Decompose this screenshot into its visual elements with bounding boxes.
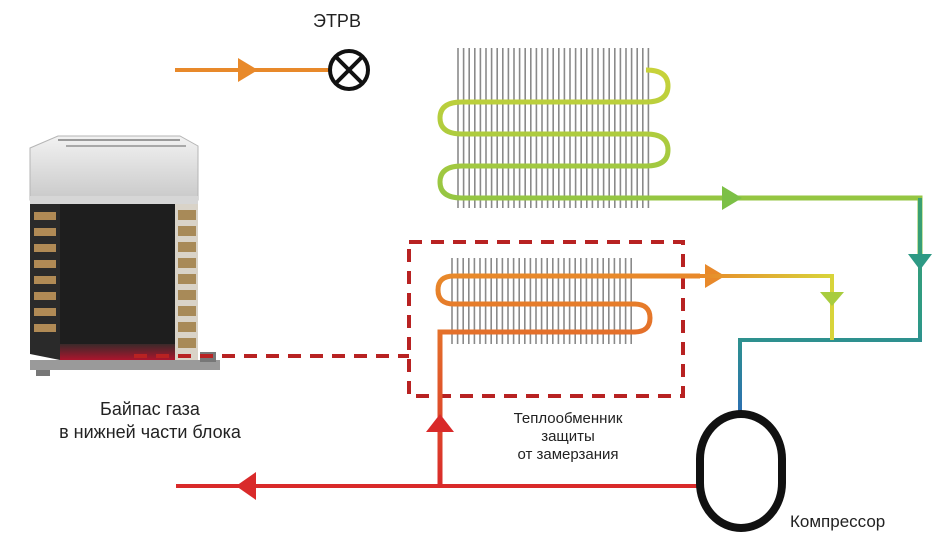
outdoor-unit-image xyxy=(29,135,220,376)
heat-exchanger-label: Теплообменник защиты от замерзания xyxy=(478,410,658,464)
bypass-label-line-1: Байпас газа xyxy=(100,399,200,419)
right-down-arrow xyxy=(908,254,932,270)
heat-exchanger-label-line-2: защиты xyxy=(541,428,595,445)
heat-exchanger-label-line-1: Теплообменник xyxy=(513,410,623,427)
heat-exchanger-dashed-frame xyxy=(407,240,685,398)
inlet-arrow xyxy=(238,58,258,82)
antifreeze-up-arrow xyxy=(426,414,454,432)
antifreeze-coil-pipe xyxy=(435,273,700,486)
coil-outlet-arrow xyxy=(722,186,742,210)
bypass-label: Байпас газа в нижней части блока xyxy=(0,398,300,444)
heat-exchanger-label-line-3: от замерзания xyxy=(517,446,619,463)
antifreeze-outlet-pipe xyxy=(700,274,834,340)
etrv-valve-icon xyxy=(328,49,370,91)
etrv-label: ЭТРВ xyxy=(313,11,361,31)
main-coil-pipe xyxy=(437,67,923,260)
bypass-label-line-2: в нижней части блока xyxy=(59,422,241,442)
compressor-label: Компрессор xyxy=(790,512,886,531)
main-heat-exchanger-fins xyxy=(457,48,650,208)
discharge-arrow xyxy=(236,472,256,500)
compressor-shape xyxy=(696,410,786,532)
low-junction-arrow xyxy=(820,292,844,306)
